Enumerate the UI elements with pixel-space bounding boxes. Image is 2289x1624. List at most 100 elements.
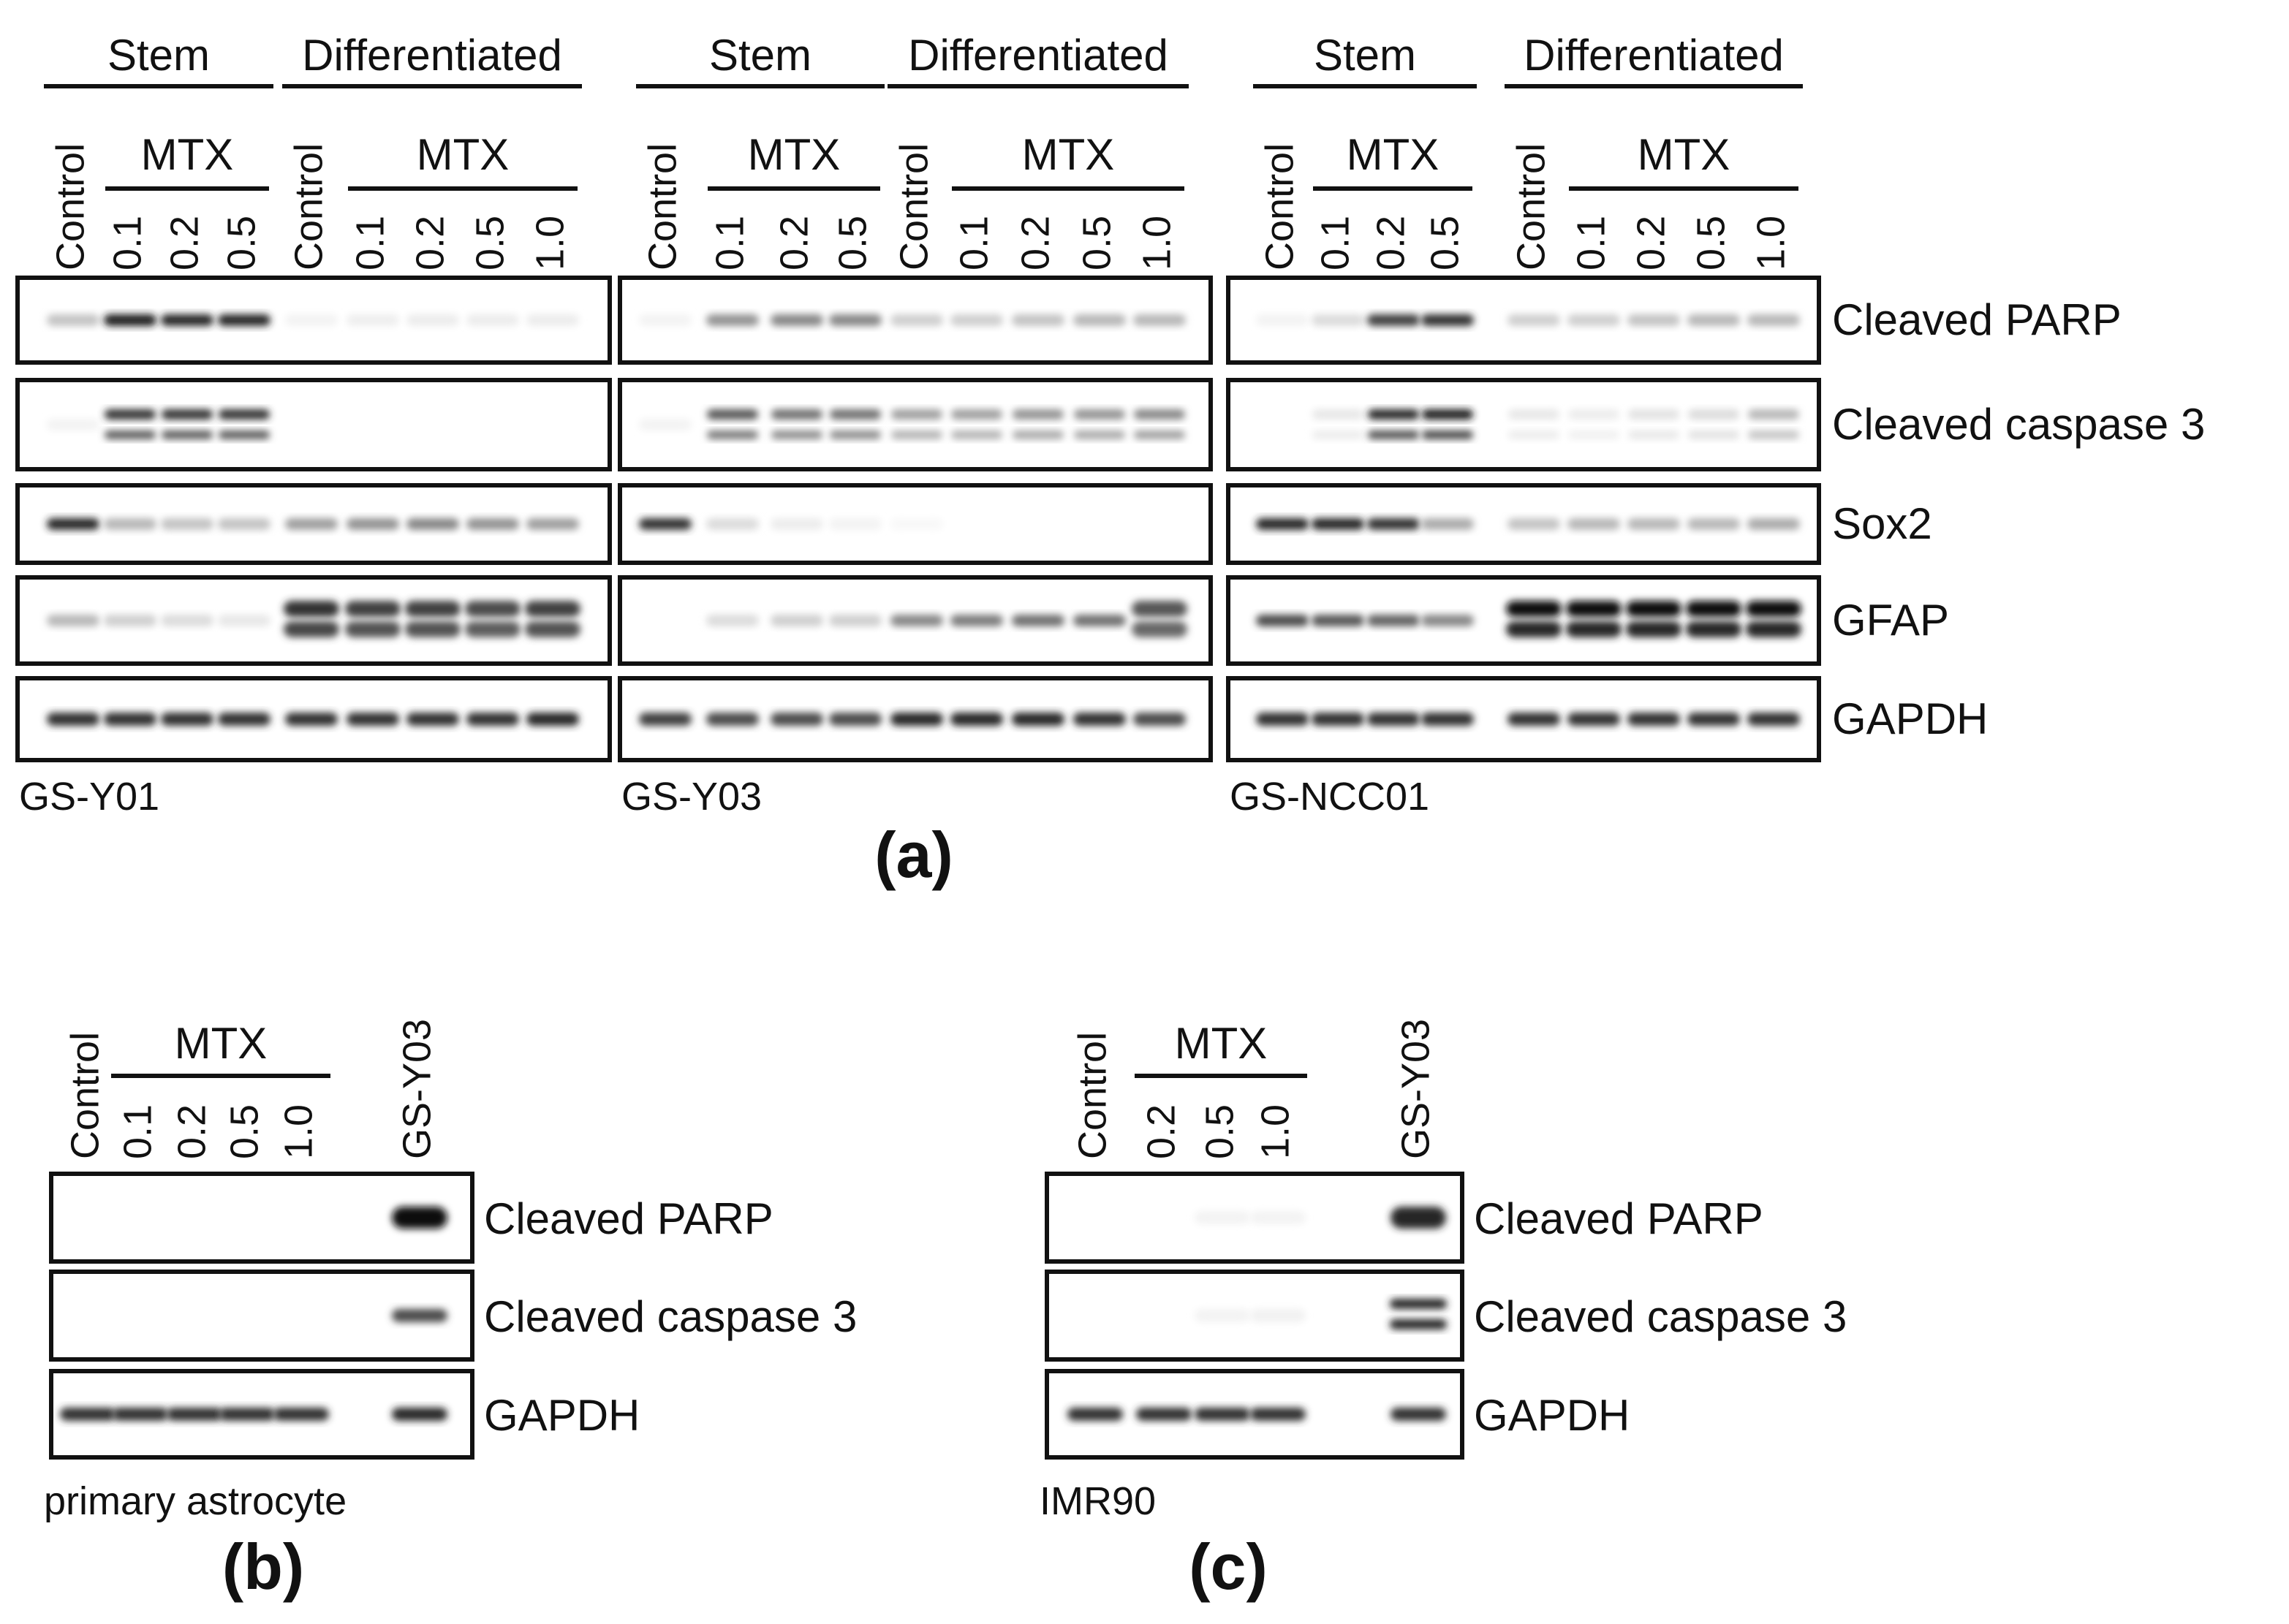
header-stem: Stem: [709, 31, 811, 80]
band: [1012, 713, 1064, 726]
band: [1627, 713, 1680, 726]
band: [771, 713, 823, 726]
protein-label: Cleaved PARP: [1832, 295, 2122, 344]
band: [829, 713, 882, 726]
band: [526, 713, 579, 726]
band: [1391, 1207, 1446, 1229]
mtx-label: MTX: [1022, 130, 1115, 179]
lane-label: 0.2: [408, 216, 452, 270]
band: [161, 615, 213, 626]
band: [285, 518, 338, 530]
band: [161, 314, 213, 326]
protein-label: Cleaved caspase 3: [1832, 400, 2205, 449]
band: [1132, 621, 1187, 637]
header-differentiated: Differentiated: [908, 31, 1168, 80]
band: [706, 518, 759, 530]
band: [406, 518, 459, 530]
band: [466, 518, 519, 530]
band: [47, 314, 99, 326]
lane-label: 0.2: [1139, 1104, 1183, 1159]
band: [466, 314, 519, 326]
band: [1687, 518, 1740, 530]
band: [60, 1408, 116, 1421]
band: [829, 314, 882, 326]
band: [891, 430, 942, 439]
band: [1687, 713, 1740, 726]
band: [1134, 409, 1185, 420]
band: [162, 430, 213, 439]
band: [392, 1207, 447, 1229]
mtx-label: MTX: [175, 1019, 268, 1068]
band: [771, 518, 823, 530]
band: [639, 419, 692, 430]
header-stem: Stem: [1314, 31, 1416, 80]
band: [1566, 601, 1622, 617]
band: [1312, 518, 1364, 530]
band: [161, 713, 213, 726]
band: [1312, 314, 1364, 326]
band: [1073, 713, 1126, 726]
band: [771, 615, 823, 626]
band: [1568, 409, 1619, 420]
band: [284, 601, 339, 617]
band: [113, 1408, 168, 1421]
lane-label: 1.0: [1253, 1104, 1297, 1159]
protein-label: GAPDH: [1474, 1391, 1630, 1440]
band: [347, 518, 399, 530]
band: [706, 713, 759, 726]
panel-label-a: (a): [874, 819, 953, 891]
band: [829, 615, 882, 626]
band: [218, 518, 270, 530]
band: [525, 601, 580, 617]
band: [1421, 713, 1474, 726]
cell-line-label: primary astrocyte: [44, 1479, 347, 1523]
lane-label: Control: [1509, 143, 1553, 270]
mtx-label: MTX: [141, 130, 234, 179]
protein-label: Sox2: [1832, 499, 1932, 548]
band: [1132, 601, 1187, 617]
band: [829, 518, 882, 530]
mtx-label: MTX: [1638, 130, 1730, 179]
lane-label: 0.2: [772, 216, 816, 270]
band: [1074, 409, 1125, 420]
band: [951, 430, 1002, 439]
lane-label: Control: [48, 143, 92, 270]
band: [1013, 430, 1064, 439]
band: [1507, 314, 1560, 326]
band: [161, 518, 213, 530]
lane-label: 0.2: [1629, 216, 1673, 270]
band: [105, 430, 156, 439]
band: [1686, 621, 1741, 637]
band: [104, 713, 156, 726]
band: [1748, 409, 1799, 420]
band: [1312, 409, 1363, 420]
band: [392, 1309, 447, 1322]
lane-label: 1.0: [528, 216, 572, 270]
band: [1686, 601, 1741, 617]
band: [1067, 1408, 1123, 1421]
band: [1421, 615, 1474, 626]
band: [218, 713, 270, 726]
band: [1368, 430, 1419, 439]
band: [1506, 621, 1562, 637]
band: [1422, 430, 1473, 439]
band: [1508, 430, 1559, 439]
band: [347, 314, 399, 326]
band: [1567, 314, 1620, 326]
band: [285, 314, 338, 326]
band: [1312, 713, 1364, 726]
band: [1421, 518, 1474, 530]
lane-label: 0.5: [831, 216, 874, 270]
protein-label: Cleaved PARP: [1474, 1194, 1763, 1243]
band: [1627, 314, 1680, 326]
mtx-label: MTX: [417, 130, 510, 179]
band: [771, 409, 822, 420]
lane-label: 0.1: [1313, 216, 1357, 270]
band: [890, 314, 943, 326]
lane-label: 0.1: [708, 216, 752, 270]
band: [1567, 518, 1620, 530]
band: [1133, 314, 1186, 326]
mtx-label: MTX: [748, 130, 841, 179]
band: [830, 430, 881, 439]
band: [1256, 518, 1309, 530]
